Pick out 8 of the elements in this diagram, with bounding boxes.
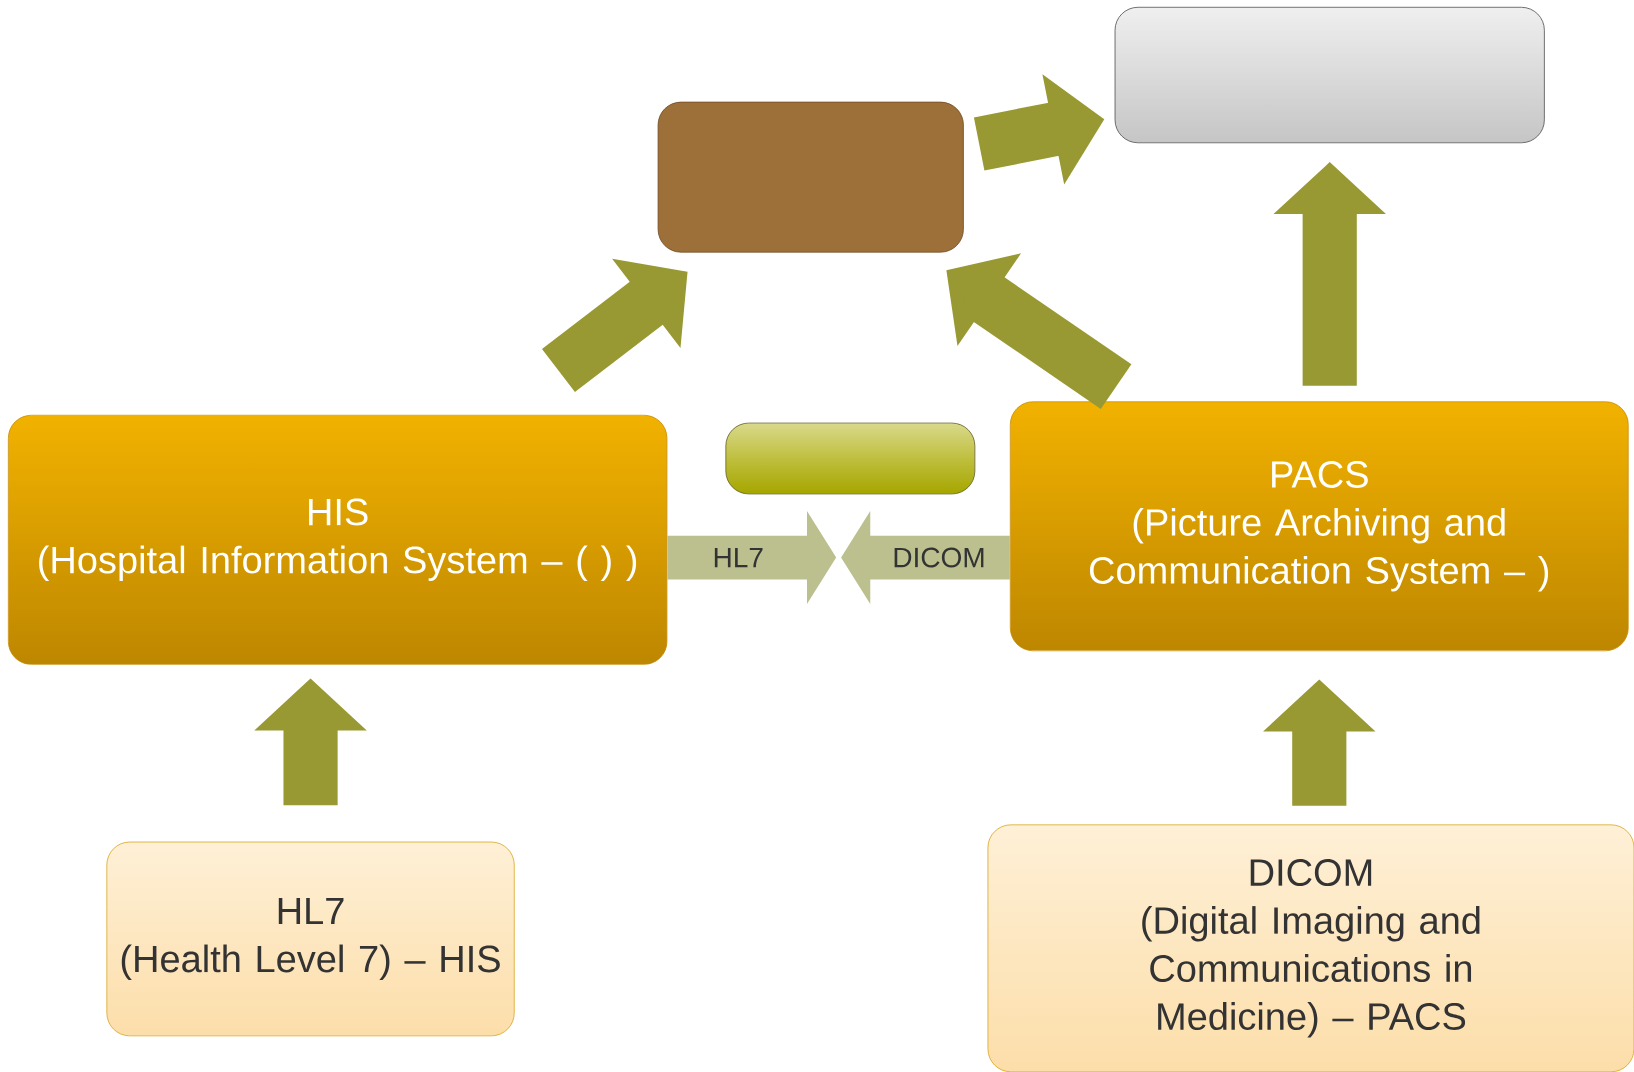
standard-box: DICOM (Digital Imaging and Communications in Medicine) – PACS [987,824,1634,1072]
system-box: PACS (Picture Archiving and Communication System – ) [1009,401,1629,652]
standard-box: HL7 (Health Level 7) – HIS [106,841,515,1037]
edge-label: DICOM [890,545,988,570]
empty-box [725,422,976,495]
empty-box [1114,6,1545,143]
system-box: HIS (Hospital Information System – ( ) ) [7,414,668,665]
empty-box [657,101,964,253]
